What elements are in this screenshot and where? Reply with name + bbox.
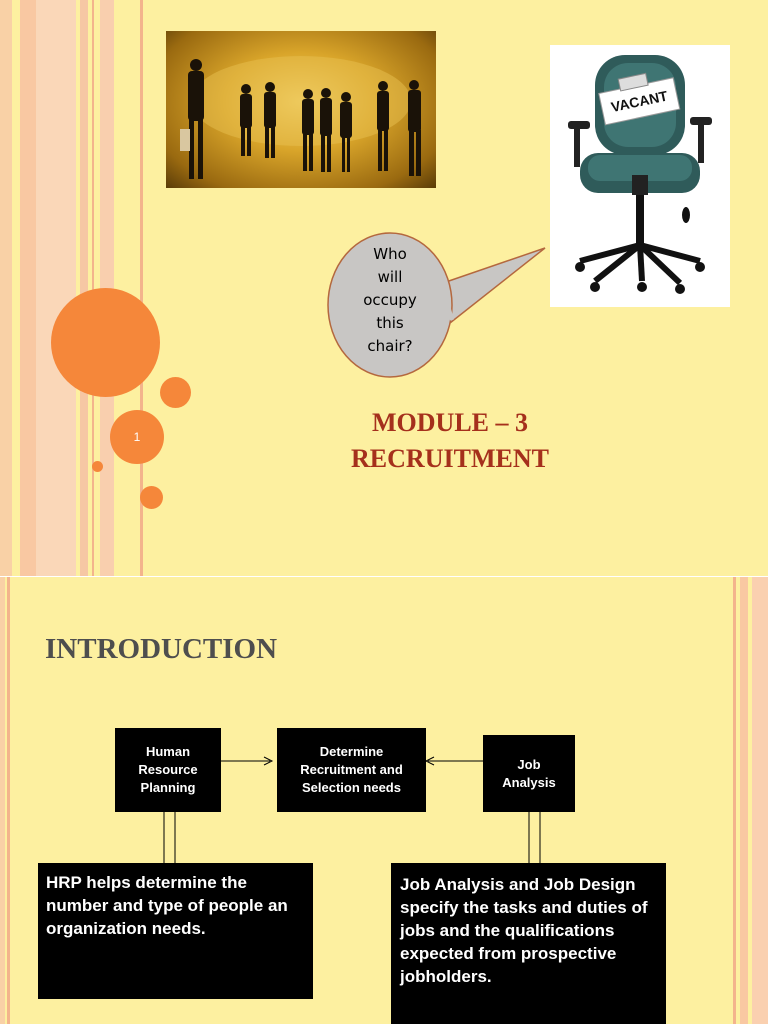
decor-stripe — [140, 0, 143, 576]
job-analysis-note-text: Job Analysis and Job Design specify the … — [400, 875, 648, 986]
decor-circle-large — [51, 288, 160, 397]
decor-stripe — [92, 0, 94, 576]
module-title: MODULE – 3 RECRUITMENT — [351, 408, 549, 473]
box-job-analysis: Job Analysis — [483, 735, 575, 812]
slide-title: INTRODUCTION — [45, 633, 278, 665]
decor-stripe — [0, 577, 5, 1024]
decor-stripe — [7, 577, 10, 1024]
decor-stripe — [752, 577, 768, 1024]
speech-bubble — [327, 232, 546, 378]
decor-stripe — [733, 577, 736, 1024]
slide-1: 1 — [0, 0, 768, 576]
box-determine-recruitment: Determine Recruitment and Selection need… — [277, 728, 426, 812]
decor-stripe — [36, 0, 76, 576]
vacant-chair-image: VACANT — [550, 45, 730, 307]
slide-2: INTRODUCTION Human Resource Planning Det… — [0, 577, 768, 1024]
decor-stripe — [80, 0, 88, 576]
decor-stripe — [0, 0, 12, 576]
decor-circle — [160, 377, 191, 408]
speech-bubble-text: Who will occupy this chair? — [363, 245, 417, 355]
decor-stripe — [20, 0, 36, 576]
job-analysis-note-box: Job Analysis and Job Design specify the … — [391, 863, 666, 1024]
business-people-photo — [166, 31, 436, 188]
slide-number: 1 — [110, 410, 164, 464]
hrp-note-text: HRP helps determine the number and type … — [46, 873, 288, 938]
people-silhouettes-image — [180, 56, 421, 179]
decor-circle — [140, 486, 163, 509]
box-human-resource-planning: Human Resource Planning — [115, 728, 221, 812]
flow-connectors — [163, 756, 541, 863]
decor-stripe — [740, 577, 748, 1024]
hrp-note-box: HRP helps determine the number and type … — [38, 863, 313, 999]
decor-circle-small — [92, 461, 103, 472]
